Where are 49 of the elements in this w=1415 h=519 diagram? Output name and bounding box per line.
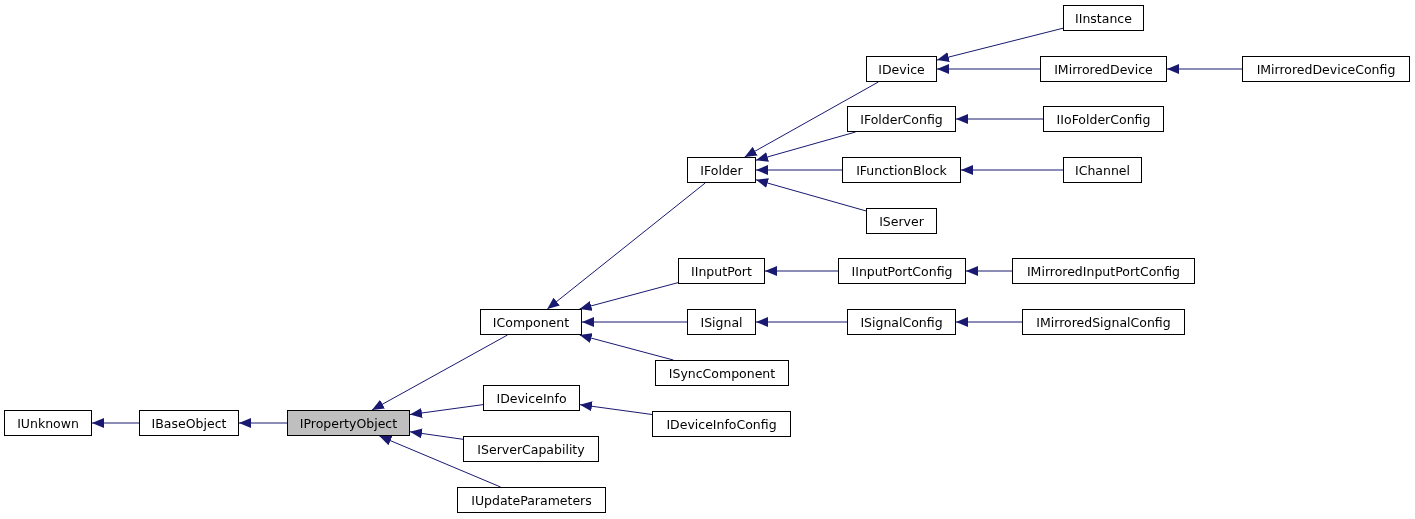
inheritance-arrow xyxy=(755,131,857,162)
inheritance-arrow xyxy=(371,334,508,411)
inheritance-arrow xyxy=(579,282,679,311)
inheritance-arrow xyxy=(936,64,1041,74)
inheritance-arrow xyxy=(755,165,843,175)
inheritance-arrow xyxy=(546,182,706,310)
class-box: IComponent xyxy=(480,309,582,335)
class-box: IDeviceInfoConfig xyxy=(652,411,791,437)
inheritance-arrow xyxy=(764,266,839,276)
class-box: IUnknown xyxy=(4,410,92,436)
class-box: IInputPortConfig xyxy=(838,258,966,284)
class-box: ISyncComponent xyxy=(655,360,789,386)
class-box: IMirroredDeviceConfig xyxy=(1242,56,1410,82)
class-box: IPropertyObject xyxy=(287,410,410,436)
class-box: IMirroredDevice xyxy=(1040,56,1167,82)
class-box: IServerCapability xyxy=(463,436,599,462)
class-box: ISignal xyxy=(687,309,756,335)
class-box: IDeviceInfo xyxy=(483,385,580,411)
class-box: IIoFolderConfig xyxy=(1043,106,1164,132)
class-box: IDevice xyxy=(866,56,937,82)
class-box: IUpdateParameters xyxy=(457,487,606,513)
inheritance-arrow xyxy=(955,114,1044,124)
class-box: IServer xyxy=(866,208,937,234)
inheritance-arrow xyxy=(409,428,464,440)
inheritance-arrow xyxy=(1166,64,1243,74)
inheritance-arrow xyxy=(579,401,653,415)
class-box: IFunctionBlock xyxy=(842,157,961,183)
inheritance-arrow xyxy=(378,435,502,488)
inheritance-arrow xyxy=(755,317,848,327)
inheritance-arrow xyxy=(91,418,140,428)
inheritance-arrow xyxy=(579,333,674,361)
inheritance-arrow xyxy=(744,81,879,158)
class-box: IMirroredInputPortConfig xyxy=(1012,258,1195,284)
class-box: IFolder xyxy=(687,157,756,183)
class-box: IInstance xyxy=(1063,5,1144,31)
inheritance-arrow xyxy=(936,27,1064,62)
inheritance-arrow xyxy=(409,404,484,418)
class-box: IFolderConfig xyxy=(847,106,956,132)
inheritance-arrow xyxy=(238,418,288,428)
class-box: IBaseObject xyxy=(139,410,239,436)
inheritance-arrow xyxy=(755,178,867,212)
inheritance-arrow xyxy=(960,165,1064,175)
class-box: IChannel xyxy=(1063,157,1142,183)
class-box: IInputPort xyxy=(678,258,765,284)
class-box: ISignalConfig xyxy=(847,309,956,335)
inheritance-arrow xyxy=(955,317,1023,327)
inheritance-arrow xyxy=(581,317,688,327)
class-box: IMirroredSignalConfig xyxy=(1022,309,1185,335)
inheritance-arrow xyxy=(965,266,1013,276)
